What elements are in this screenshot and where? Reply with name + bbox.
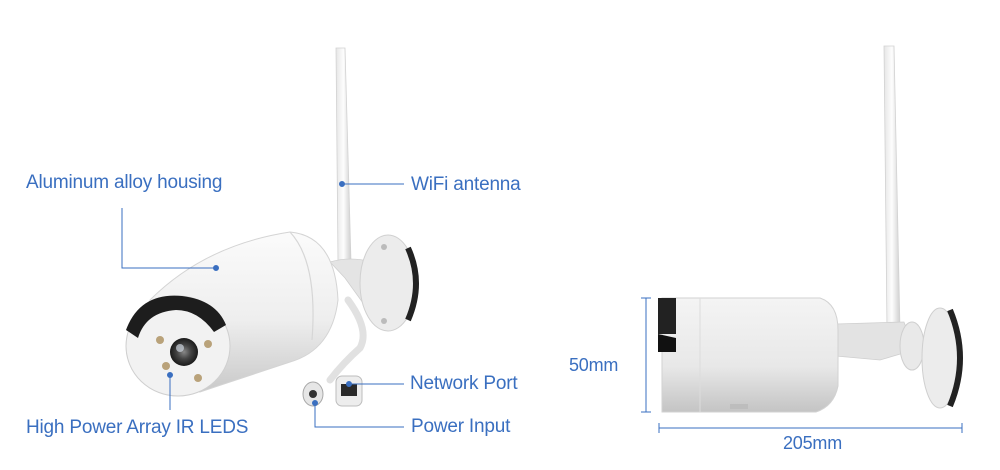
callout-power-input-label: Power Input	[411, 416, 511, 437]
callout-lines	[121, 181, 404, 428]
antenna-left	[335, 47, 352, 263]
label-sticker	[730, 404, 748, 409]
width-dimension-label: 205mm	[783, 433, 843, 453]
height-dimension-label: 50mm	[569, 355, 619, 375]
rj45-icon	[341, 384, 357, 396]
antenna-right	[883, 45, 901, 331]
leader-housing	[121, 208, 215, 269]
callout-ir-leds-label: High Power Array IR LEDS	[26, 417, 249, 438]
dc-jack-icon	[309, 390, 317, 398]
cable-left	[326, 296, 367, 384]
front-lens-edge	[658, 334, 676, 352]
sun-shield-left	[126, 295, 226, 338]
callout-network-port-label: Network Port	[410, 373, 518, 394]
leader-dot	[167, 372, 173, 378]
bracket-rim-right	[947, 308, 963, 408]
leader-dot	[339, 181, 345, 187]
camera-housing-right	[661, 297, 839, 413]
lens-icon	[170, 338, 198, 366]
housing-seam	[289, 231, 314, 341]
leader-dot	[213, 265, 219, 271]
bracket-rim-left	[405, 246, 419, 322]
camera-front-view	[125, 47, 419, 407]
sun-shield-right	[658, 298, 676, 334]
screw-icon	[381, 318, 387, 324]
leader-dot	[346, 381, 352, 387]
leader-dot	[312, 400, 318, 406]
camera-side-view	[658, 45, 963, 413]
callout-housing-label: Aluminum alloy housing	[26, 172, 223, 193]
leader-power	[314, 404, 404, 428]
ir-led-array	[156, 336, 212, 382]
ball-joint	[899, 321, 925, 371]
callout-wifi-antenna-label: WiFi antenna	[411, 174, 521, 195]
dimension-lines	[641, 297, 963, 433]
screw-icon	[381, 244, 387, 250]
